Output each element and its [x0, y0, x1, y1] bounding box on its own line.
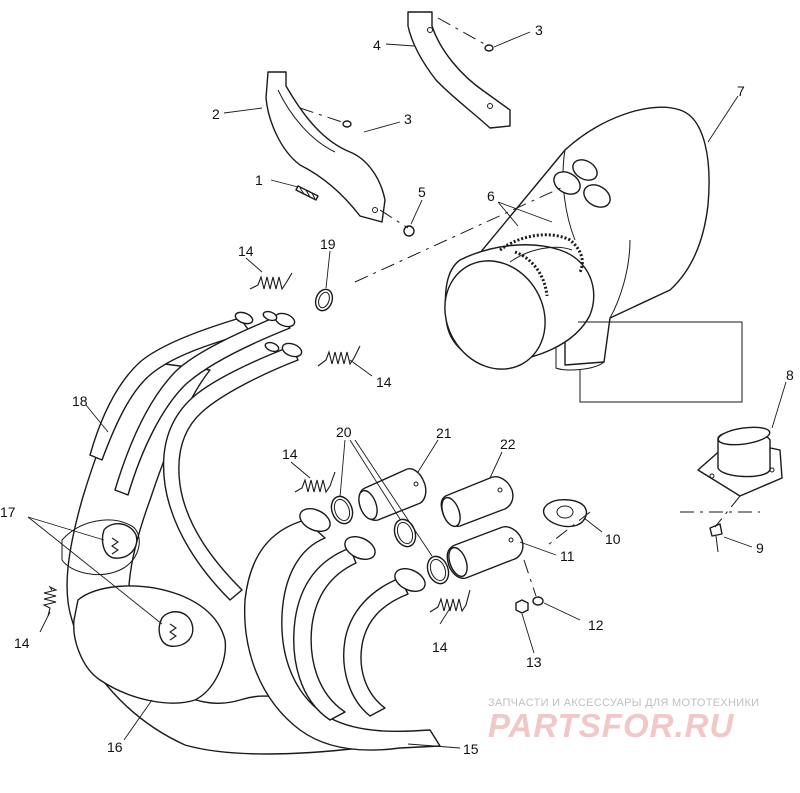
- gasket-part-10: [542, 499, 588, 528]
- callout-10: 10: [605, 531, 621, 547]
- callout-3a: 3: [404, 111, 412, 127]
- callout-9: 9: [756, 540, 764, 556]
- nut-part-13: [515, 599, 529, 614]
- coupler-part-11: [446, 526, 524, 579]
- nut-part-5: [403, 225, 415, 237]
- callout-13: 13: [526, 654, 542, 670]
- callout-18: 18: [72, 393, 88, 409]
- callout-15: 15: [463, 741, 479, 757]
- clamp-part-20-c: [426, 555, 450, 585]
- callout-1: 1: [255, 172, 263, 188]
- spring-part-14-top: [249, 272, 293, 291]
- spring-mount-part-17b: [158, 611, 194, 647]
- callout-3b: 3: [535, 22, 543, 38]
- callout-21: 21: [436, 425, 452, 441]
- spring-part-14-left: [42, 585, 58, 617]
- leader-lines: [27, 31, 787, 749]
- coupler-part-21: [358, 468, 427, 521]
- callout-11: 11: [560, 548, 575, 564]
- callout-6: 6: [487, 188, 495, 204]
- washer-part-12: [532, 596, 544, 606]
- callout-20: 20: [336, 424, 352, 440]
- callout-5: 5: [418, 184, 426, 200]
- exhaust-pipe-part-15: [243, 507, 441, 751]
- bracket-part-4: [407, 11, 511, 129]
- callout-8: 8: [786, 367, 794, 383]
- callout-14-top: 14: [238, 243, 254, 259]
- callout-16: 16: [107, 739, 123, 755]
- callout-14-mid: 14: [376, 374, 392, 390]
- callout-labels: 1 2 3 3 4 5 6 7 8 9 10 11 12 13 14 14 14…: [0, 22, 794, 757]
- spring-part-14-center: [294, 471, 336, 494]
- exhaust-pipe-part-18: [89, 310, 303, 601]
- flex-collar-part-6: [499, 233, 584, 297]
- screw-part-1: [295, 185, 319, 201]
- outlet-bracket-part-8: [697, 426, 783, 497]
- bracket-part-2: [265, 71, 386, 223]
- callout-22: 22: [500, 436, 516, 452]
- spring-mount-part-17a: [101, 523, 138, 559]
- clamp-ring-part-19: [314, 288, 334, 312]
- screw-part-3b: [484, 44, 494, 52]
- alignment-lines: [299, 17, 760, 597]
- callout-19: 19: [320, 236, 336, 252]
- callout-14-left: 14: [14, 635, 30, 651]
- watermark-logo: PARTSFOR.RU: [488, 707, 735, 744]
- clamp-part-20-a: [330, 495, 354, 525]
- callout-12: 12: [588, 617, 604, 633]
- coupler-part-22: [440, 476, 514, 528]
- callout-14-lower: 14: [432, 639, 448, 655]
- muffler-canister-front: [444, 244, 595, 370]
- spring-part-14-mid: [317, 345, 361, 367]
- clamp-part-20-b: [393, 518, 417, 548]
- callout-17: 17: [0, 504, 16, 520]
- screw-part-9: [709, 523, 723, 553]
- callout-2: 2: [212, 106, 220, 122]
- callout-4: 4: [373, 37, 381, 53]
- callout-7: 7: [737, 83, 745, 99]
- screw-part-3a: [342, 120, 352, 128]
- callout-14-center: 14: [282, 446, 298, 462]
- watermark-caption: ЗАПЧАСТИ И АКСЕССУАРЫ ДЛЯ МОТОТЕХНИКИ: [488, 697, 760, 709]
